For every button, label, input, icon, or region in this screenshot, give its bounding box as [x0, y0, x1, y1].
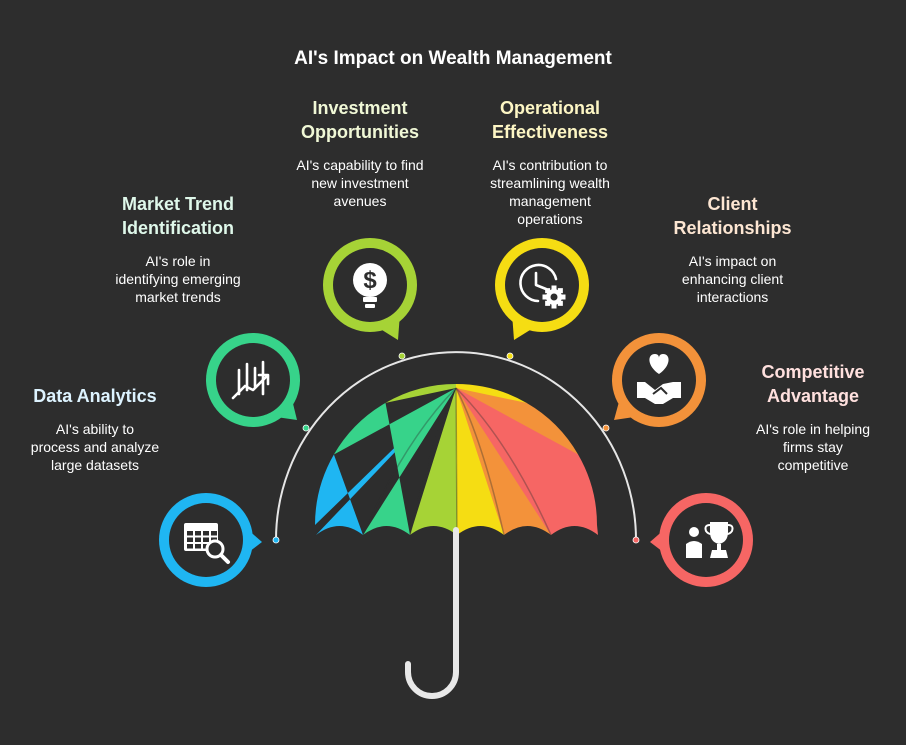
handshake-heart-icon: [637, 354, 681, 404]
panel-divider: [362, 387, 457, 536]
bubble-data-analytics: [159, 493, 262, 587]
canopy-panel: [333, 388, 456, 535]
money-bulb-icon: $: [353, 263, 387, 308]
item-investment-opportunities: Investment Opportunities AI's capability…: [270, 96, 450, 210]
item-description: AI's role in helping firms stay competit…: [756, 421, 870, 473]
bubble-core: [622, 343, 696, 417]
arc-dot: [632, 536, 640, 544]
data-analytics-icon: [184, 523, 230, 564]
item-description: AI's capability to find new investment a…: [296, 157, 424, 209]
item-operational-effectiveness: Operational Effectiveness AI's contribut…: [460, 96, 640, 228]
arc-dot: [506, 352, 514, 360]
arc-dot: [302, 424, 310, 432]
arc-dot: [398, 352, 406, 360]
bubble-trophy-person: [650, 493, 753, 587]
trophy-person-icon: [686, 522, 734, 558]
item-heading: Competitive Advantage: [761, 362, 865, 406]
panel-divider: [409, 387, 457, 536]
bubble-money-bulb: $: [323, 238, 417, 340]
umbrella-handle: [405, 527, 459, 699]
canopy-panel: [456, 388, 598, 535]
item-description: AI's impact on enhancing client interact…: [681, 253, 784, 305]
item-heading: Client Relationships: [673, 194, 792, 238]
item-client-relationships: Client Relationships AI's impact on enha…: [645, 192, 820, 306]
outer-arc: [275, 351, 637, 541]
arc-dot: [602, 424, 610, 432]
item-heading: Operational Effectiveness: [491, 98, 609, 142]
bubble-trend-chart: [206, 333, 300, 427]
arc-dot: [272, 536, 280, 544]
item-data-analytics: Data Analytics AI's ability to process a…: [10, 384, 180, 474]
bubble-core: [216, 343, 290, 417]
umbrella-canopy: [315, 384, 598, 536]
panel-divider: [455, 387, 552, 536]
page-title: AI's Impact on Wealth Management: [294, 48, 612, 69]
item-heading: Market Trend Identification: [121, 194, 235, 238]
bubble-clock-gear: [495, 238, 589, 340]
bubble-core: [669, 503, 743, 577]
panel-divider: [455, 387, 505, 536]
trend-chart-icon: [231, 360, 270, 400]
item-market-trend: Market Trend Identification AI's role in…: [88, 192, 268, 306]
item-description: AI's role in identifying emerging market…: [115, 253, 241, 305]
clock-gear-icon: [519, 263, 566, 309]
item-description: AI's contribution to streamlining wealth…: [490, 157, 610, 227]
item-competitive-advantage: Competitive Advantage AI's role in helpi…: [728, 360, 898, 474]
svg-text:$: $: [363, 267, 377, 294]
canopy-panel: [385, 384, 457, 535]
item-heading: Data Analytics: [33, 386, 157, 406]
bubble-core: [505, 248, 579, 322]
bubble-handshake-heart: [612, 333, 706, 427]
item-heading: Investment Opportunities: [301, 98, 419, 142]
panel-divider: [455, 387, 458, 536]
item-description: AI's ability to process and analyze larg…: [30, 421, 160, 473]
